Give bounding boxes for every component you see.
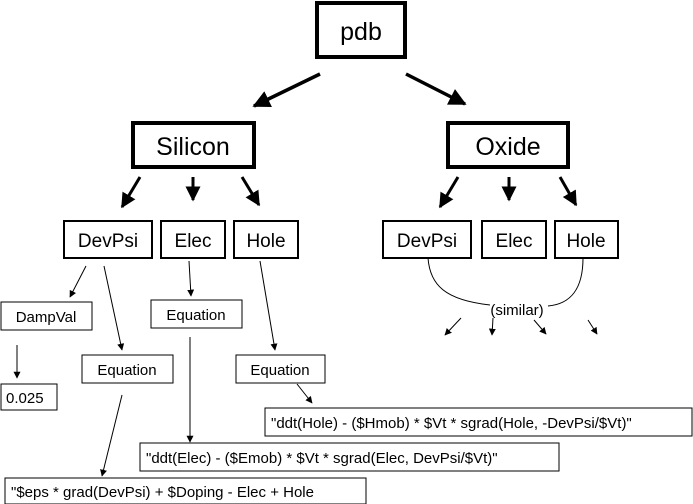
similar-arrow-3 xyxy=(533,319,547,335)
edge-hole-equation xyxy=(259,260,278,351)
edge-silicon-hole xyxy=(240,176,261,207)
edge-devpsi-dampval xyxy=(69,265,87,298)
node-elec-equation-label: Equation xyxy=(166,307,225,324)
edge-oxide-hole xyxy=(558,176,578,207)
node-elec-expr: "ddt(Elec) - ($Emob) * $Vt * sgrad(Elec,… xyxy=(139,442,560,472)
edge-equation-hole-expr xyxy=(296,383,313,404)
node-hole-equation-label: Equation xyxy=(250,362,309,379)
node-ox-hole: Hole xyxy=(554,220,619,259)
node-si-elec: Elec xyxy=(160,220,226,259)
node-elec-expr-label: "ddt(Elec) - ($Emob) * $Vt * sgrad(Elec,… xyxy=(146,450,498,467)
thin-edges xyxy=(13,260,313,477)
node-hole-equation: Equation xyxy=(235,354,326,384)
similar-curve-right xyxy=(547,257,584,307)
node-devpsi-expr: "$eps * grad(DevPsi) + $Doping - Elec + … xyxy=(4,477,367,504)
node-devpsi-expr-label: "$eps * grad(DevPsi) + $Doping - Elec + … xyxy=(11,484,314,501)
node-si-devpsi-label: DevPsi xyxy=(78,231,138,252)
node-dampval-value-label: 0.025 xyxy=(6,390,44,407)
edge-equation-devpsi-expr xyxy=(100,394,123,477)
node-hole-expr: "ddt(Hole) - ($Hmob) * $Vt * sgrad(Hole,… xyxy=(264,407,693,437)
node-oxide: Oxide xyxy=(446,121,570,169)
node-dampval-value: 0.025 xyxy=(0,383,58,411)
edge-silicon-devpsi xyxy=(120,176,142,209)
similar-arrow-1 xyxy=(444,317,462,336)
node-devpsi-equation: Equation xyxy=(81,354,174,384)
node-ox-elec-label: Elec xyxy=(496,231,533,252)
node-si-hole: Hole xyxy=(233,220,299,259)
node-hole-expr-label: "ddt(Hole) - ($Hmob) * $Vt * sgrad(Hole,… xyxy=(271,415,632,432)
node-si-hole-label: Hole xyxy=(246,231,285,252)
node-ox-elec: Elec xyxy=(481,220,547,259)
node-dampval: DampVal xyxy=(0,301,93,331)
node-silicon-label: Silicon xyxy=(156,133,230,161)
similar-label: (similar) xyxy=(490,302,543,319)
edge-pdb-oxide xyxy=(405,72,467,106)
node-elec-equation: Equation xyxy=(150,299,243,329)
similar-group xyxy=(427,257,598,336)
node-si-devpsi: DevPsi xyxy=(63,220,153,259)
thick-edges xyxy=(120,72,578,209)
edge-oxide-devpsi xyxy=(438,176,460,209)
similar-arrow-2 xyxy=(488,317,496,336)
node-si-elec-label: Elec xyxy=(175,231,212,252)
node-devpsi-equation-label: Equation xyxy=(97,362,156,379)
similar-arrow-4 xyxy=(587,319,598,335)
node-oxide-label: Oxide xyxy=(475,133,540,161)
node-silicon: Silicon xyxy=(131,121,256,169)
edge-pdb-silicon xyxy=(252,72,321,108)
edge-elec-equation xyxy=(187,260,195,297)
node-pdb: pdb xyxy=(315,1,407,59)
similar-curve-left xyxy=(427,257,491,306)
node-ox-devpsi-label: DevPsi xyxy=(397,231,457,252)
node-ox-devpsi: DevPsi xyxy=(382,220,472,259)
node-pdb-label: pdb xyxy=(340,18,382,46)
node-dampval-label: DampVal xyxy=(16,309,77,326)
node-ox-hole-label: Hole xyxy=(566,231,605,252)
edge-devpsi-equation xyxy=(103,265,125,351)
